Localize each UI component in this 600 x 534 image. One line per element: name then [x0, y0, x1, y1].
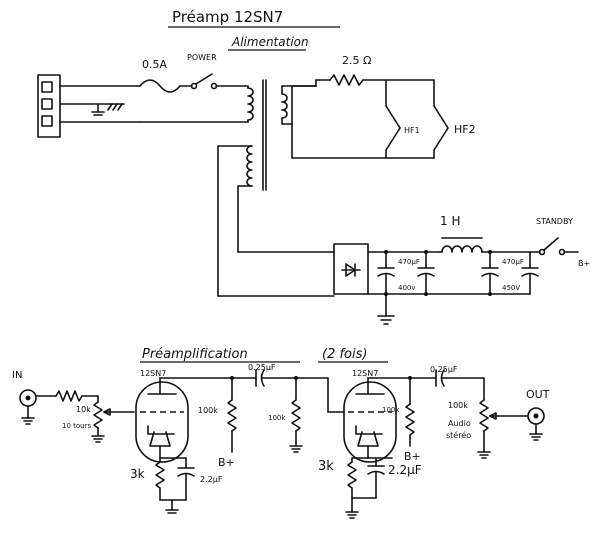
- resistor-2-5-label: 2.5 Ω: [342, 54, 371, 67]
- bplus-supply-label: B+: [578, 259, 590, 268]
- hv-wiring: [217, 145, 335, 297]
- in-label: IN: [12, 370, 22, 381]
- subtitle-note: (2 fois): [322, 347, 367, 362]
- r-plate1-label: 100k: [198, 406, 218, 415]
- cap1-value-label: 470µF: [398, 258, 420, 266]
- coupling-cap-2: 0.25µF: [430, 365, 485, 387]
- mains-inlet: [37, 74, 141, 138]
- input-jack[interactable]: IN: [12, 370, 37, 425]
- cap1-voltage-label: 400v: [398, 284, 416, 292]
- input-potentiometer[interactable]: 10k 10 tours: [62, 395, 135, 443]
- c-cathode2-label: 2.2µF: [388, 463, 422, 477]
- standby-switch[interactable]: STANDBY B+: [536, 217, 590, 268]
- pot-out-note2-label: stéréo: [446, 430, 471, 440]
- power-switch[interactable]: POWER: [179, 53, 249, 90]
- r-cathode1-label: 3k: [130, 467, 145, 481]
- pot-out-note1-label: Audio: [448, 419, 471, 428]
- r-grid2-label: 100k: [268, 414, 286, 422]
- tube1-label: 12SN7: [140, 369, 166, 378]
- r-plate2-label: 100k: [382, 406, 400, 414]
- cathode-1: 3k 2.2µF: [130, 445, 223, 514]
- r-cathode2-label: 3k: [318, 459, 334, 474]
- pot-out-value-label: 100k: [448, 401, 468, 410]
- tube-1: 12SN7: [135, 369, 257, 463]
- main-title: Préamp 12SN7: [172, 8, 283, 26]
- grid-resistor-2: 100k: [268, 376, 345, 453]
- cathode-2: 3k 2.2µF: [318, 445, 422, 519]
- plate-resistor-2: 100k B+: [382, 376, 421, 463]
- output-jack[interactable]: OUT: [526, 388, 550, 441]
- transformer: [139, 79, 288, 191]
- standby-label: STANDBY: [536, 217, 573, 226]
- bplus1-label: B+: [218, 456, 235, 469]
- filter-cap-1: 470µF 400v: [377, 250, 435, 296]
- fuse: 0.5A: [139, 58, 181, 93]
- power-switch-label: POWER: [187, 53, 217, 62]
- pot-in-note-label: 10 tours: [62, 422, 91, 430]
- bplus2-label: B+: [404, 450, 421, 463]
- subtitle-preamplification: Préamplification: [142, 347, 248, 362]
- fuse-label: 0.5A: [142, 58, 167, 71]
- tube-2: 12SN7: [343, 369, 437, 463]
- out-label: OUT: [526, 388, 550, 401]
- choke: 1 H: [439, 214, 541, 253]
- cap2-voltage-label: 450V: [502, 284, 520, 292]
- hf2-label: HF2: [454, 123, 476, 136]
- hf1-label: HF1: [404, 126, 420, 135]
- coupling-cap-1: 0.25µF: [248, 363, 297, 387]
- input-resistor: [35, 390, 99, 402]
- c-cathode1-label: 2.2µF: [200, 475, 223, 484]
- filter-cap-2: 470µF 450V: [481, 250, 539, 296]
- pot-in-value-label: 10k: [76, 405, 91, 414]
- tube2-label: 12SN7: [352, 369, 378, 378]
- heater-circuit: 2.5 Ω HF1 HF2: [281, 54, 476, 159]
- output-potentiometer[interactable]: 100k Audio stéréo: [446, 377, 529, 459]
- cap2-value-label: 470µF: [502, 258, 524, 266]
- cap-coupling2-label: 0.25µF: [430, 365, 458, 374]
- rectifier: [333, 243, 531, 325]
- cap-coupling1-label: 0.25µF: [248, 363, 276, 372]
- choke-label: 1 H: [440, 214, 460, 228]
- plate-resistor-1: 100k B+: [198, 376, 237, 469]
- subtitle-alimentation: Alimentation: [231, 35, 309, 49]
